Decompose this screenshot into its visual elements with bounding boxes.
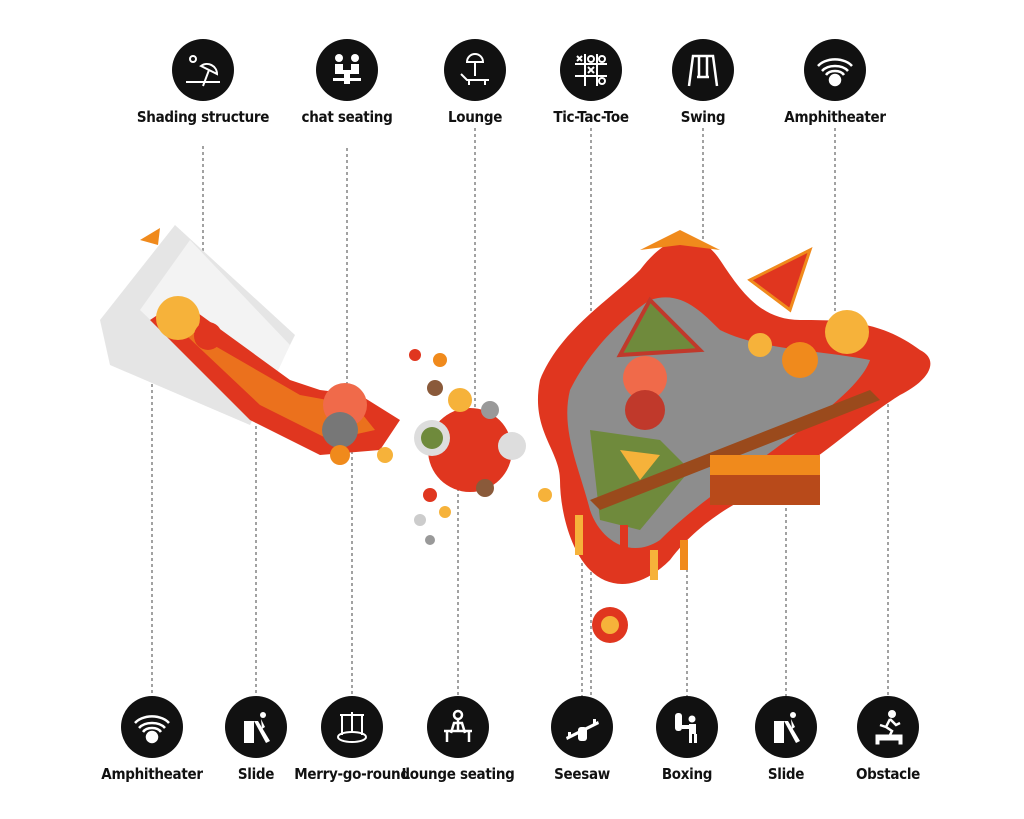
right-play-area — [537, 230, 931, 643]
callout-boxing: Boxing — [617, 696, 757, 784]
callout-lounge: Lounge — [405, 39, 545, 127]
lounge-chair-icon — [444, 39, 506, 101]
callout-label: Lounge seating — [401, 765, 515, 783]
callout-amphitheater-bottom: Amphitheater — [82, 696, 222, 784]
boxing-icon — [656, 696, 718, 758]
callout-chat-seating: chat seating — [277, 39, 417, 127]
middle-lounge-area — [409, 349, 552, 545]
callout-label: Seesaw — [554, 765, 610, 783]
callout-label: Swing — [680, 108, 726, 126]
chat-seating-icon — [316, 39, 378, 101]
callout-amphitheater: Amphitheater — [765, 39, 905, 127]
callout-label: Tic-Tac-Toe — [553, 108, 629, 126]
callout-label: Amphitheater — [101, 765, 203, 783]
callout-swing: Swing — [633, 39, 773, 127]
lounge-seating-icon — [427, 696, 489, 758]
callout-merry-go-round: Merry-go-round — [282, 696, 422, 784]
shading-umbrella-icon — [172, 39, 234, 101]
seesaw-icon — [551, 696, 613, 758]
swing-icon — [672, 39, 734, 101]
merry-go-round-icon — [321, 696, 383, 758]
callout-shading-structure: Shading structure — [133, 39, 273, 127]
callout-seesaw: Seesaw — [512, 696, 652, 784]
slide-icon — [755, 696, 817, 758]
callout-label: Slide — [767, 765, 805, 783]
tic-tac-toe-icon — [560, 39, 622, 101]
callout-tic-tac-toe: Tic-Tac-Toe — [521, 39, 661, 127]
callout-label: Lounge — [447, 108, 503, 126]
leader-lines — [151, 128, 889, 700]
amphitheater-icon — [804, 39, 866, 101]
left-play-area — [100, 225, 400, 465]
callout-slide-2: Slide — [716, 696, 856, 784]
obstacle-icon — [857, 696, 919, 758]
callout-label: Boxing — [661, 765, 713, 783]
callout-label: Obstacle — [855, 765, 921, 783]
callout-label: Shading structure — [136, 108, 270, 126]
callout-label: Merry-go-round — [294, 765, 410, 783]
callout-slide: Slide — [186, 696, 326, 784]
amphitheater-icon — [121, 696, 183, 758]
slide-icon — [225, 696, 287, 758]
callout-label: chat seating — [301, 108, 393, 126]
callout-label: Slide — [237, 765, 275, 783]
callout-lounge-seating: Lounge seating — [388, 696, 528, 784]
callout-obstacle: Obstacle — [818, 696, 958, 784]
callout-label: Amphitheater — [784, 108, 886, 126]
